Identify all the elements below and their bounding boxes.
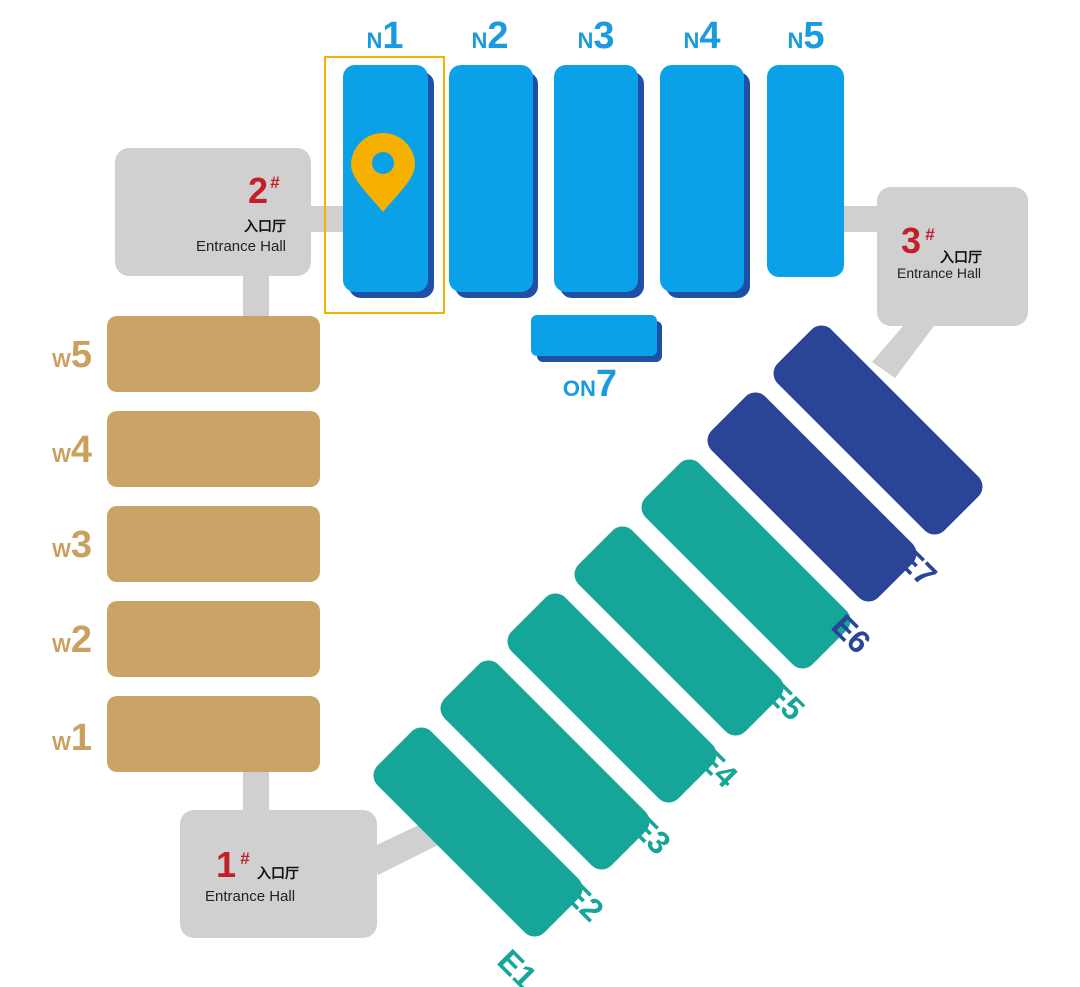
entrance-en-label: Entrance Hall (897, 265, 981, 281)
entrance-mark: # (270, 173, 280, 192)
hall-label: W1 (52, 717, 92, 759)
entrance-mark: # (925, 225, 935, 244)
hall-label: N3 (577, 15, 614, 57)
west-halls: W5 W4 W3 W2 W1 (52, 316, 320, 772)
map-pin-icon[interactable] (351, 133, 415, 212)
entrance-hall-3[interactable]: 3 # 入口厅 Entrance Hall (877, 187, 1028, 326)
entrance-number: 2 (248, 170, 268, 211)
hall-label: W2 (52, 619, 92, 661)
hall-label: N4 (683, 15, 720, 57)
hall-w1[interactable]: W1 (52, 696, 320, 772)
corridor-3-e7 (872, 318, 940, 378)
hall-n2[interactable]: N2 (449, 15, 538, 298)
entrance-en-label: Entrance Hall (205, 888, 295, 905)
hall-label: E1 (491, 942, 544, 987)
entrance-cn-label: 入口厅 (257, 866, 299, 882)
entrance-hall-1[interactable]: 1 # 入口厅 Entrance Hall (180, 810, 377, 938)
selected-hall-highlight (324, 56, 445, 314)
east-halls: E1 E2 E3 E4 E5 E6 E7 (373, 325, 983, 987)
north-halls: N1 N2 N3 N4 N5 ON7 (343, 15, 844, 405)
entrance-en-label: Entrance Hall (196, 238, 286, 255)
entrance-cn-label: 入口厅 (940, 250, 982, 266)
hall-label: W5 (52, 334, 92, 376)
entrance-number: 1 (216, 844, 236, 885)
entrance-cn-label: 入口厅 (244, 219, 286, 235)
hall-label: N5 (787, 15, 824, 57)
hall-label: ON7 (563, 363, 617, 405)
hall-w5[interactable]: W5 (52, 316, 320, 392)
hall-w3[interactable]: W3 (52, 506, 320, 582)
hall-label: W4 (52, 429, 92, 471)
hall-w2[interactable]: W2 (52, 601, 320, 677)
entrance-mark: # (240, 849, 250, 868)
hall-n5[interactable]: N5 (767, 15, 844, 277)
hall-on7[interactable]: ON7 (531, 315, 662, 405)
entrance-hall-2[interactable]: 2 # 入口厅 Entrance Hall (115, 148, 311, 276)
hall-label: W3 (52, 524, 92, 566)
hall-label: N1 (366, 15, 403, 57)
corridor-2-w5 (243, 270, 269, 320)
hall-w4[interactable]: W4 (52, 411, 320, 487)
hall-n3[interactable]: N3 (554, 15, 644, 298)
hall-label: N2 (471, 15, 508, 57)
entrance-number: 3 (901, 220, 921, 261)
corridor-w1-1 (243, 768, 269, 818)
hall-n4[interactable]: N4 (660, 15, 750, 298)
